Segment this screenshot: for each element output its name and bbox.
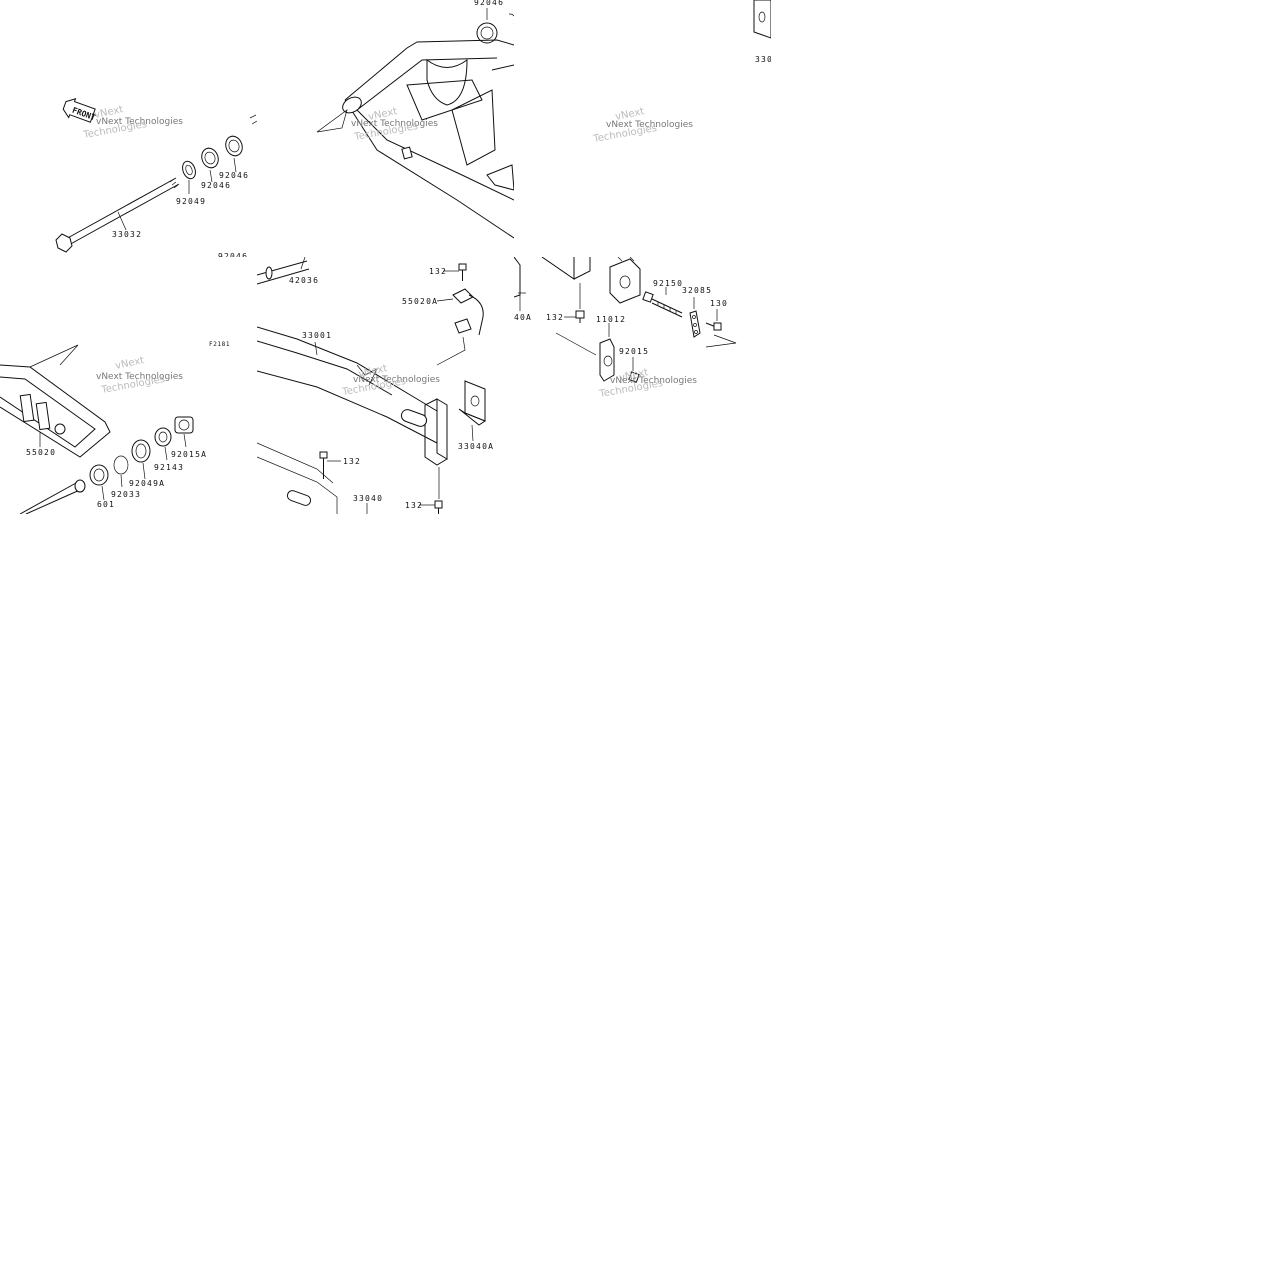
bracket-plate	[753, 0, 771, 39]
bearing-icon	[89, 464, 109, 486]
part-label: 92046	[474, 0, 504, 7]
part-label: 132	[405, 501, 423, 510]
watermark: vNext vNext Technologies Technologies	[341, 363, 441, 398]
part-label: 33040A	[458, 442, 494, 451]
part-label: 92015A	[171, 450, 207, 459]
part-label: 42036	[289, 276, 319, 285]
bolt-icon	[319, 451, 328, 479]
swingarm-body	[316, 39, 514, 239]
part-label: 132	[343, 457, 361, 466]
watermark: vNext vNext Technologies Technologies	[351, 106, 438, 143]
part-label: 92143	[154, 463, 184, 472]
bearing-icon	[131, 439, 151, 463]
part-label: 92049	[176, 197, 206, 206]
part-label: 33032	[112, 230, 142, 239]
tile-top-middle: 92046 vNext vNext Te	[257, 0, 514, 257]
bolt-icon	[458, 263, 467, 281]
watermark: vNext vNext Technologies Technologies	[592, 106, 694, 145]
diagram-code: F2181	[209, 341, 230, 348]
seal-ring	[182, 160, 196, 180]
part-label: 55020	[26, 448, 56, 457]
bushing-icon	[174, 416, 194, 434]
tile-top-middle-svg: 92046 vNext vNext Te	[316, 0, 514, 239]
part-label: 55020A	[402, 297, 438, 306]
part-label: 130	[710, 299, 728, 308]
part-label: 132	[546, 313, 564, 322]
nut-icon	[628, 371, 640, 383]
part-label: 33040	[353, 494, 383, 503]
needle-bearing	[201, 147, 219, 169]
part-label: 92046	[219, 171, 249, 180]
part-label: 92046	[201, 181, 231, 190]
collar-icon	[154, 427, 172, 447]
svg-text:vNext Technologies: vNext Technologies	[610, 376, 697, 386]
tile-bottom-middle: 42036 132 55020A	[257, 257, 514, 514]
part-label: 33001	[302, 331, 332, 340]
mount-block	[609, 257, 641, 304]
part-label: 132	[429, 267, 447, 276]
tile-bottom-right-svg: 40A 132	[514, 257, 737, 400]
clip-icon	[436, 288, 484, 366]
tile-bottom-middle-svg: 42036 132 55020A	[257, 257, 494, 514]
svg-text:vNext Technologies: vNext Technologies	[351, 119, 438, 129]
bolt-icon	[705, 322, 722, 331]
watermark: vNext vNext Technologies Technologies	[96, 355, 183, 396]
tile-top-left: FRONT vNext vNext Technologies Technolog…	[0, 0, 257, 257]
swingarm-arm	[257, 326, 448, 514]
watermark: vNext vNext Technologies Technologies	[82, 104, 184, 141]
part-label: 92046	[218, 252, 248, 257]
part-label: 92033	[111, 490, 141, 499]
part-label: 32085	[682, 286, 712, 295]
tile-bottom-left-svg: F2181	[0, 341, 230, 514]
part-label: 92049A	[129, 479, 165, 488]
tile-bottom-right: 40A 132	[514, 257, 771, 514]
snap-ring-icon	[113, 455, 129, 475]
bracket-plate	[599, 338, 615, 382]
svg-text:vNext Technologies: vNext Technologies	[353, 375, 440, 385]
part-label: 40A	[514, 313, 532, 322]
part-label: 330	[755, 55, 771, 64]
rod	[257, 260, 310, 285]
needle-bearing	[225, 135, 243, 157]
bearing-icon	[476, 22, 498, 44]
adjuster-plate	[689, 310, 701, 338]
tile-bottom-left: F2181	[0, 257, 257, 514]
bracket-plate	[458, 380, 487, 426]
part-label: 11012	[596, 315, 626, 324]
part-label: 92015	[619, 347, 649, 356]
svg-text:vNext Technologies: vNext Technologies	[96, 372, 183, 382]
svg-text:vNext: vNext	[114, 355, 145, 372]
svg-text:vNext Technologies: vNext Technologies	[606, 120, 693, 130]
watermark-text: vNext Technologies	[96, 117, 183, 127]
chain-slider	[0, 364, 111, 458]
tile-top-right: 330 vNext vNext Technologies Technologie…	[514, 0, 771, 257]
tile-top-right-svg: 330 vNext vNext Technologies Technologie…	[592, 0, 771, 145]
part-label: 92150	[653, 279, 683, 288]
part-label: 601	[97, 500, 115, 509]
adjuster-bolt-icon	[642, 291, 683, 318]
bolt-icon	[434, 500, 443, 514]
pivot-shaft	[55, 177, 180, 253]
bolt-icon	[575, 310, 585, 323]
tile-top-left-svg: FRONT vNext vNext Technologies Technolog…	[55, 97, 257, 257]
